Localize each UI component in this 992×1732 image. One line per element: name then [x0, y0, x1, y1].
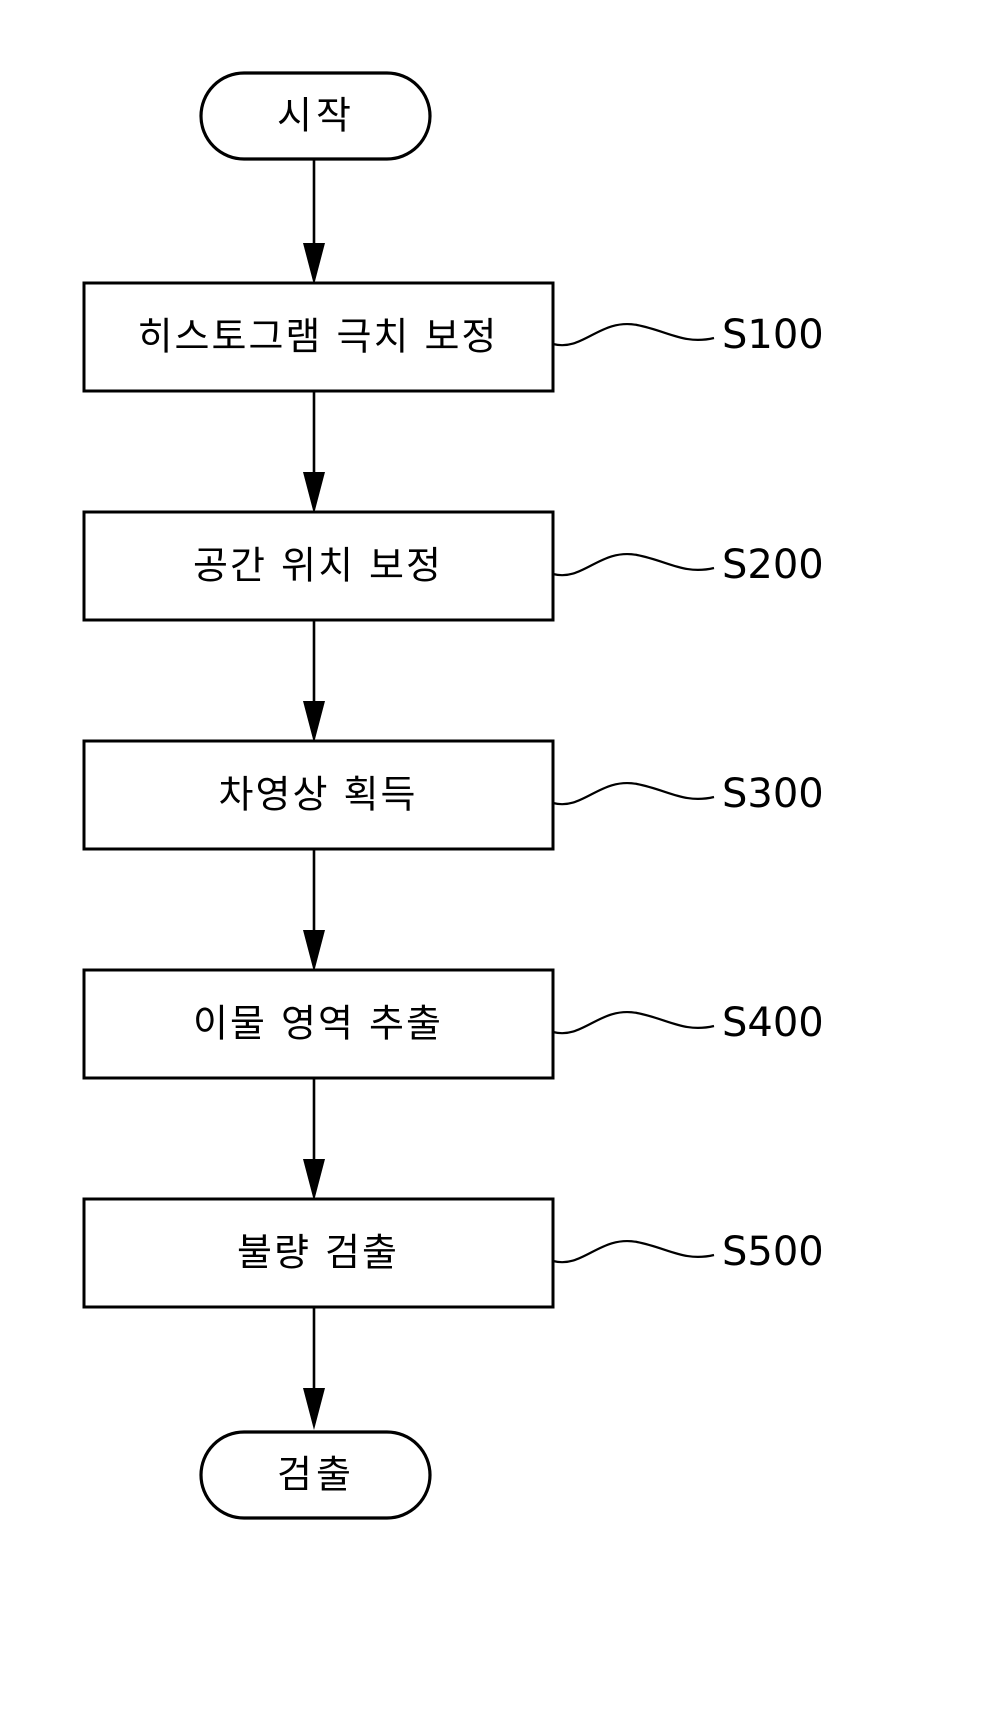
leader-curve-s100	[552, 322, 715, 347]
end-terminal-node[interactable]: 검출	[199, 1430, 432, 1520]
process-box-s500	[82, 1197, 555, 1309]
leader-curve-s400	[552, 1010, 715, 1035]
leader-curve-s200	[552, 552, 715, 577]
arrowhead-icon	[303, 243, 325, 285]
connector-step4-to-step5	[303, 1078, 325, 1201]
reference-leader-s200: S200	[552, 542, 824, 588]
start-terminal-shape	[199, 71, 432, 161]
step-reference-s500: S500	[722, 1229, 824, 1275]
process-node-s500[interactable]: 불량 검출	[82, 1197, 555, 1309]
process-label-s400: 이물 영역 추출	[193, 1002, 443, 1046]
process-node-s400[interactable]: 이물 영역 추출	[82, 968, 555, 1080]
arrowhead-icon	[303, 472, 325, 514]
connector-step2-to-step3	[303, 620, 325, 743]
process-label-s200: 공간 위치 보정	[193, 544, 443, 588]
step-reference-s100: S100	[722, 312, 824, 358]
process-label-s500: 불량 검출	[237, 1231, 399, 1275]
start-terminal-node[interactable]: 시작	[199, 71, 432, 161]
end-terminal-shape	[199, 1430, 432, 1520]
connector-step5-to-end	[303, 1307, 325, 1430]
start-terminal-label: 시작	[277, 94, 355, 138]
process-label-s300: 차영상 획득	[219, 773, 418, 817]
reference-leader-s400: S400	[552, 1000, 824, 1046]
arrowhead-icon	[303, 701, 325, 743]
connector-start-to-step1	[303, 159, 325, 285]
reference-leader-s500: S500	[552, 1229, 824, 1275]
reference-leader-s100: S100	[552, 312, 824, 358]
process-node-s200[interactable]: 공간 위치 보정	[82, 510, 555, 622]
step-reference-s400: S400	[722, 1000, 824, 1046]
step-reference-s300: S300	[722, 771, 824, 817]
connector-step1-to-step2	[303, 391, 325, 514]
end-terminal-label: 검출	[277, 1453, 355, 1497]
process-node-s300[interactable]: 차영상 획득	[82, 739, 555, 851]
process-box-s100	[82, 281, 555, 393]
process-box-s400	[82, 968, 555, 1080]
leader-curve-s300	[552, 781, 715, 806]
connector-step3-to-step4	[303, 849, 325, 972]
leader-curve-s500	[552, 1239, 715, 1264]
process-label-s100: 히스토그램 극치 보정	[138, 315, 499, 359]
process-box-s300	[82, 739, 555, 851]
arrowhead-icon	[303, 1159, 325, 1201]
arrowhead-icon	[303, 1388, 325, 1430]
step-reference-s200: S200	[722, 542, 824, 588]
arrowhead-icon	[303, 930, 325, 972]
process-box-s200	[82, 510, 555, 622]
reference-leader-s300: S300	[552, 771, 824, 817]
process-node-s100[interactable]: 히스토그램 극치 보정	[82, 281, 555, 393]
